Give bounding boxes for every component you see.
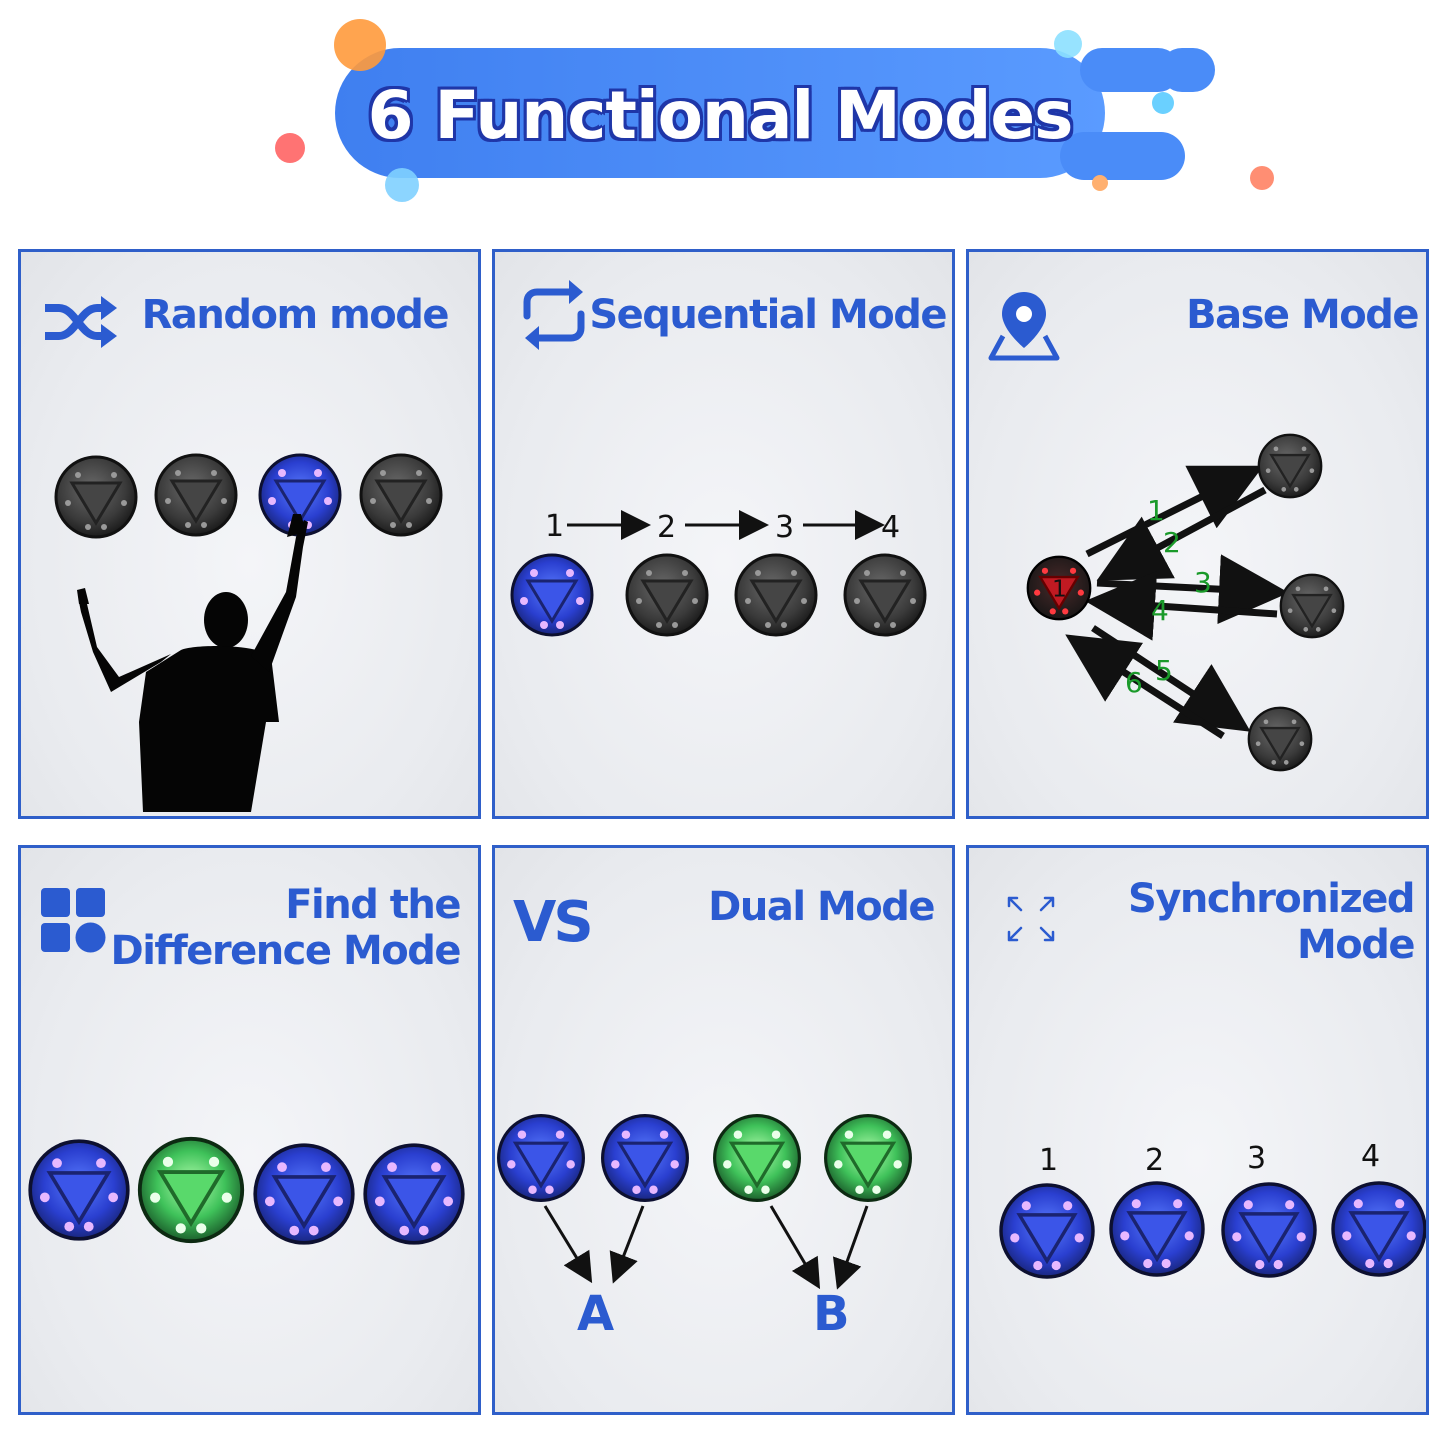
light-pod bbox=[843, 553, 927, 637]
path-number: 2 bbox=[1163, 526, 1181, 559]
dual-mode-illustration: A B bbox=[497, 1114, 912, 1342]
group-arrow bbox=[609, 1205, 645, 1284]
panel-base-mode: Base Mode 1 2 3 4 5 6 1 bbox=[966, 249, 1429, 819]
light-pod bbox=[28, 1139, 130, 1241]
expand-arrows-icon bbox=[1007, 896, 1055, 942]
header-banner: 6 Functional Modes bbox=[0, 0, 1445, 230]
panel-sequential-mode: Sequential Mode 1 2 3 4 bbox=[492, 249, 955, 819]
panel-title-line: Synchronized bbox=[1128, 876, 1415, 922]
path-arrow bbox=[1065, 634, 1225, 739]
pod-number: 3 bbox=[1247, 1141, 1266, 1176]
base-pod-label: 1 bbox=[1052, 575, 1067, 603]
map-pin-icon bbox=[988, 292, 1060, 361]
light-pod bbox=[999, 1183, 1095, 1279]
player-silhouette bbox=[77, 514, 308, 812]
step-number: 4 bbox=[881, 510, 900, 545]
sync-mode-illustration: 1 2 3 4 bbox=[999, 1139, 1426, 1279]
banner-background bbox=[275, 19, 1274, 202]
light-pod-active bbox=[510, 553, 594, 637]
difference-mode-illustration bbox=[28, 1136, 465, 1245]
path-arrow bbox=[1096, 554, 1289, 625]
group-arrow bbox=[832, 1205, 869, 1290]
path-number: 4 bbox=[1151, 594, 1169, 627]
repeat-icon bbox=[523, 280, 585, 350]
path-arrow bbox=[1096, 486, 1267, 581]
step-number: 3 bbox=[775, 510, 794, 545]
random-mode-illustration bbox=[54, 453, 443, 812]
panel-title: Random mode bbox=[141, 292, 450, 338]
panel-title-line: Find the bbox=[285, 882, 461, 928]
group-label-a: A bbox=[577, 1286, 614, 1342]
pod-number: 2 bbox=[1145, 1143, 1164, 1178]
light-pod bbox=[363, 1143, 465, 1245]
panel-random-mode: Random mode bbox=[18, 249, 481, 819]
light-pod bbox=[625, 553, 709, 637]
light-pod-different bbox=[137, 1136, 245, 1244]
light-pod bbox=[54, 455, 138, 539]
target-pod bbox=[1279, 573, 1345, 639]
grid-shapes-icon bbox=[41, 888, 106, 953]
panel-dual-mode: VS Dual Mode A B bbox=[492, 845, 955, 1415]
pod-number: 1 bbox=[1039, 1143, 1058, 1178]
light-pod-team-b bbox=[824, 1114, 912, 1202]
light-pod bbox=[359, 453, 443, 537]
step-number: 2 bbox=[657, 510, 676, 545]
pod-number: 4 bbox=[1361, 1139, 1380, 1174]
page-title: 6 Functional Modes bbox=[367, 76, 1074, 154]
path-number: 5 bbox=[1155, 654, 1173, 687]
path-number: 6 bbox=[1125, 666, 1143, 699]
group-arrow bbox=[769, 1205, 821, 1290]
light-pod-team-a bbox=[601, 1114, 689, 1202]
group-label-b: B bbox=[813, 1286, 850, 1342]
panel-title: Find the Difference Mode bbox=[110, 882, 462, 974]
light-pod-team-a bbox=[497, 1114, 585, 1202]
base-mode-illustration: 1 2 3 4 5 6 1 bbox=[1026, 433, 1345, 772]
vs-icon: VS bbox=[513, 890, 594, 955]
step-number: 1 bbox=[545, 509, 564, 544]
panel-title: Base Mode bbox=[1186, 292, 1419, 338]
light-pod bbox=[1221, 1182, 1317, 1278]
panel-synchronized-mode: Synchronized Mode 1 2 3 4 bbox=[966, 845, 1429, 1415]
panel-title: Sequential Mode bbox=[589, 292, 947, 338]
panel-title: Dual Mode bbox=[708, 884, 935, 930]
path-arrow bbox=[1085, 570, 1278, 641]
light-pod bbox=[1331, 1181, 1426, 1277]
light-pod bbox=[154, 453, 238, 537]
path-number: 3 bbox=[1194, 566, 1212, 599]
panel-title: Synchronized Mode bbox=[1128, 876, 1416, 968]
panel-title-line: Mode bbox=[1296, 922, 1416, 968]
target-pod bbox=[1257, 433, 1323, 499]
light-pod bbox=[1109, 1181, 1205, 1277]
target-pod bbox=[1247, 706, 1313, 772]
light-pod bbox=[734, 553, 818, 637]
group-arrow bbox=[543, 1205, 593, 1284]
light-pod bbox=[253, 1143, 355, 1245]
path-number: 1 bbox=[1147, 494, 1165, 527]
base-pod: 1 bbox=[1026, 555, 1092, 621]
light-pod-team-b bbox=[713, 1114, 801, 1202]
shuffle-icon bbox=[45, 296, 117, 348]
sequential-mode-illustration: 1 2 3 4 bbox=[510, 509, 927, 637]
panel-find-difference-mode: Find the Difference Mode bbox=[18, 845, 481, 1415]
panel-title-line: Difference Mode bbox=[110, 928, 462, 974]
